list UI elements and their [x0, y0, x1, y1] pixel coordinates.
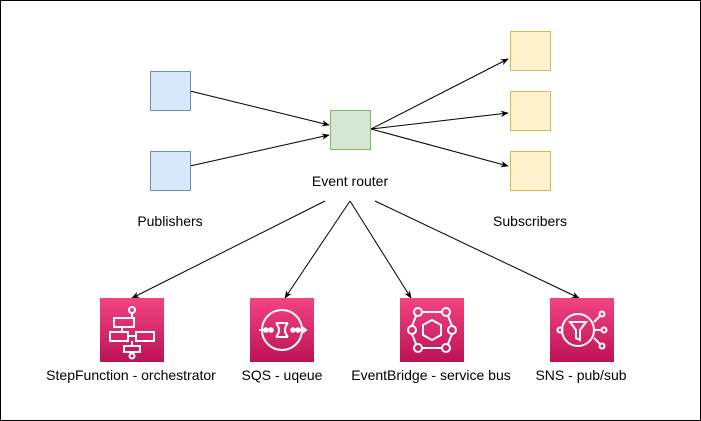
publisher-box-2 [150, 151, 191, 191]
edge-router-subscriber-2 [370, 110, 509, 130]
subscriber-box-2 [510, 91, 551, 131]
edge-router-stepfunction [131, 200, 326, 299]
event-router-box [330, 110, 371, 150]
subscriber-box-3 [510, 151, 551, 191]
eventbridge-icon [400, 298, 464, 362]
edge-router-eventbridge [349, 200, 412, 299]
edge-router-sns [374, 200, 580, 299]
event-router-label: Event router [311, 173, 389, 189]
edge-router-sqs [284, 200, 351, 299]
edge-publisher-1-router [189, 90, 330, 127]
subscribers-label: Subscribers [493, 213, 567, 229]
sns-label: SNS - pub/sub [535, 367, 627, 383]
publishers-label: Publishers [137, 213, 203, 229]
sqs-label: SQS - uqeue [241, 367, 323, 383]
sns-icon [550, 298, 614, 362]
publisher-box-1 [150, 71, 191, 111]
edge-router-subscriber-1 [370, 58, 509, 130]
eventbridge-label: EventBridge - service bus [351, 367, 511, 383]
sqs-icon [250, 298, 314, 362]
stepfunction-label: StepFunction - orchestrator [46, 367, 216, 383]
edge-router-subscriber-3 [370, 128, 509, 168]
edge-publisher-2-router [189, 133, 330, 167]
subscriber-box-1 [510, 31, 551, 71]
step-functions-icon [100, 298, 164, 362]
